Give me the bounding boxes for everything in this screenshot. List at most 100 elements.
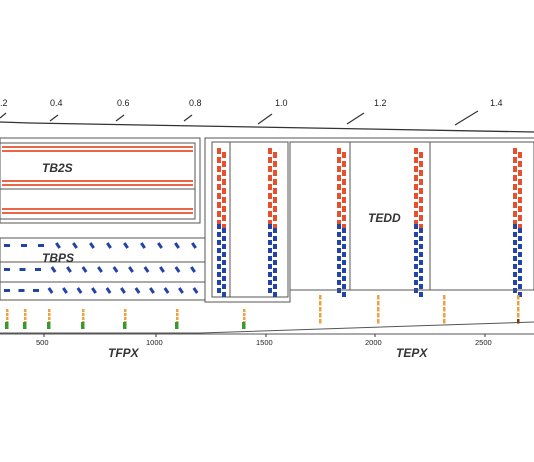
tedd-red-module	[419, 188, 423, 194]
eta-tick-mark	[0, 112, 7, 119]
tedd-blue-module	[222, 276, 226, 281]
tedd-blue-module	[419, 276, 423, 281]
tedd-blue-module	[518, 276, 522, 281]
tb2s-layers	[2, 146, 193, 214]
tbps-module	[4, 268, 10, 271]
tedd-red-module	[419, 170, 423, 176]
tedd-red-module	[518, 170, 522, 176]
tedd-red-module	[419, 152, 423, 158]
tedd-blue-module	[273, 260, 277, 265]
eta-tick-mark	[115, 114, 125, 122]
tedd-blue-module	[414, 224, 418, 229]
tedd-red-module	[518, 224, 522, 230]
tedd-blue-module	[273, 244, 277, 249]
tedd-blue-module	[342, 292, 346, 297]
tedd-blue-module	[273, 236, 277, 241]
tedd-red-module	[513, 220, 517, 226]
tfpx-module	[243, 313, 246, 316]
tedd-red-module	[222, 179, 226, 185]
tedd-red-module	[419, 206, 423, 212]
tedd-blue-module	[217, 288, 221, 293]
tedd-blue-module	[342, 260, 346, 265]
tedd-blue-module	[268, 280, 272, 285]
tedd-red-module	[419, 197, 423, 203]
tbps-module	[157, 242, 163, 249]
tedd-red-module	[217, 175, 221, 181]
outer-envelope-line	[0, 121, 534, 133]
tedd-blue-module	[342, 252, 346, 257]
tepx-module	[319, 295, 322, 300]
tbps-module	[112, 266, 119, 273]
tbps-module	[89, 242, 95, 249]
tedd-red-module	[222, 188, 226, 194]
tfpx-green-module	[5, 322, 9, 329]
tedd-red-module	[419, 224, 423, 230]
tedd-red-module	[222, 170, 226, 176]
tepx-module	[319, 319, 322, 324]
tedd-red-module	[513, 202, 517, 208]
tbps-module	[120, 287, 126, 294]
tbps-modules	[4, 242, 199, 294]
tbps-module	[72, 242, 78, 249]
tedd-red-module	[342, 206, 346, 212]
tedd-blue-module	[268, 272, 272, 277]
tedd-blue-module	[419, 292, 423, 297]
tepx-module	[443, 319, 446, 324]
tedd-red-module	[273, 224, 277, 230]
tedd-blue-module	[337, 272, 341, 277]
tepx-label: TEPX	[396, 346, 428, 360]
tedd-blue-module	[342, 268, 346, 273]
z-tick-label: 500	[36, 338, 49, 347]
tedd-blue-module	[337, 224, 341, 229]
tedd-red-module	[273, 170, 277, 176]
tbps-module	[159, 266, 165, 273]
tbps-module	[47, 287, 54, 294]
tbps-module	[106, 242, 112, 249]
tedd-blue-module	[414, 280, 418, 285]
tfpx-green-module	[242, 322, 246, 329]
tedd-blue-module	[518, 260, 522, 265]
tepx-module	[377, 313, 380, 318]
eta-tick-mark	[183, 114, 193, 122]
eta-tick-mark	[454, 110, 479, 126]
tedd-blue-module	[513, 264, 517, 269]
tedd-red-module	[414, 220, 418, 226]
tedd-blue-module	[273, 292, 277, 297]
tedd-red-module	[217, 166, 221, 172]
tepx-module	[517, 307, 520, 312]
tbps-module	[143, 266, 150, 273]
tepx-module	[377, 295, 380, 300]
tedd-blue-module	[217, 224, 221, 229]
tedd-blue-module	[273, 228, 277, 233]
tedd-blue-module	[342, 276, 346, 281]
tbps-module	[19, 268, 26, 271]
tedd-blue-module	[337, 256, 341, 261]
tedd-blue-module	[217, 272, 221, 277]
tedd-red-module	[222, 161, 226, 167]
tedd-blue-module	[518, 228, 522, 233]
tedd-blue-module	[419, 244, 423, 249]
tedd-blue-module	[414, 272, 418, 277]
tedd-red-module	[268, 166, 272, 172]
tedd-red-module	[513, 175, 517, 181]
tbps-label: TBPS	[42, 251, 74, 265]
eta-tick-label: 1.2	[374, 98, 387, 108]
tedd-red-module	[342, 161, 346, 167]
tedd-red-module	[513, 157, 517, 163]
tfpx-green-module	[81, 322, 85, 329]
tbps-module	[178, 287, 184, 294]
tepx-disks	[319, 295, 520, 324]
tedd-blue-module	[273, 268, 277, 273]
tepx-module	[377, 301, 380, 306]
tedd-blue-module	[222, 236, 226, 241]
tedd-red-module	[268, 220, 272, 226]
tedd-blue-module	[419, 236, 423, 241]
tedd-blue-module	[217, 232, 221, 237]
tfpx-module	[6, 309, 9, 312]
tfpx-module	[243, 309, 246, 312]
tfpx-label: TFPX	[108, 346, 140, 360]
tedd-blue-module	[513, 272, 517, 277]
tedd-red-module	[337, 220, 341, 226]
tbps-module	[134, 287, 141, 294]
